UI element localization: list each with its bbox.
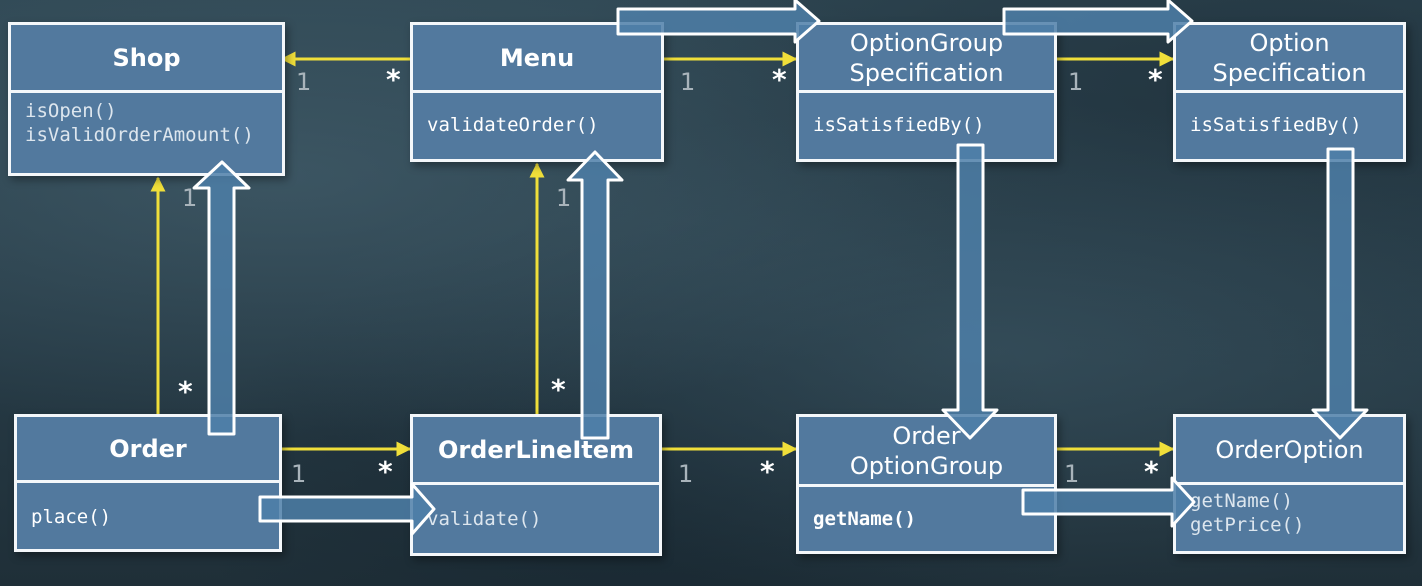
class-order-line-item: OrderLineItem validate() [410,414,662,556]
class-name: Shop [11,25,282,93]
method: isOpen() [25,100,117,122]
class-shop: Shop isOpen() isValidOrderAmount() [8,22,285,176]
class-name: Option Specification [1176,25,1403,93]
flow-arrow-optiongroupspec-down-to-orderoptiongroup [941,143,999,440]
multiplicity-order-shop-many: * [178,375,193,408]
method-list: getName() getPrice() [1176,485,1403,537]
method-list: getName() [799,487,1054,531]
method-list: isSatisfiedBy() [799,93,1054,137]
method-list: isOpen() isValidOrderAmount() [11,93,282,147]
method: isSatisfiedBy() [1190,114,1362,136]
class-name: OptionGroup Specification [799,25,1054,93]
class-name: OrderLineItem [413,417,659,485]
method: place() [31,506,112,528]
flow-arrow-orderlineitem-up-to-menu [566,150,624,440]
method-list: place() [17,483,279,529]
multiplicity-oli-oog-many: * [760,455,775,488]
flow-arrow-orderoptiongroup-to-orderoption [1021,476,1196,528]
multiplicity-oli-menu-many: * [551,373,566,406]
multiplicity-ogs-os-one: 1 [1068,68,1084,96]
method: getPrice() [1190,514,1305,536]
multiplicity-ogs-os-many: * [1148,63,1163,96]
multiplicity-menu-shop-many: * [386,63,401,96]
flow-arrow-optionspec-down-to-orderoption [1311,147,1369,440]
class-name: OrderOption [1176,417,1403,485]
method: isValidOrderAmount() [25,124,254,146]
flow-arrow-order-to-orderlineitem [258,482,436,536]
class-name: Menu [413,25,661,93]
class-menu: Menu validateOrder() [410,22,664,162]
flow-arrow-order-up-to-shop [192,160,251,436]
method: validate() [427,508,542,530]
multiplicity-oog-oo-one: 1 [1064,460,1080,488]
method-list: isSatisfiedBy() [1176,93,1403,137]
class-name: Order [17,417,279,483]
multiplicity-order-shop-one: 1 [182,184,198,212]
multiplicity-menu-ogs-many: * [772,63,787,96]
multiplicity-menu-ogs-one: 1 [680,68,696,96]
multiplicity-order-oli-many: * [378,455,393,488]
multiplicity-oog-oo-many: * [1144,455,1159,488]
class-order-option: OrderOption getName() getPrice() [1173,414,1406,554]
class-name: Order OptionGroup [799,417,1054,487]
flow-arrow-menu-to-optiongroupspec [616,0,821,44]
method: validateOrder() [427,114,599,136]
multiplicity-order-oli-one: 1 [291,460,307,488]
method-list: validate() [413,485,659,531]
class-option-specification: Option Specification isSatisfiedBy() [1173,22,1406,162]
flow-arrow-optiongroupspec-to-optionspec [1002,0,1194,44]
method: isSatisfiedBy() [813,114,985,136]
method: getName() [813,508,916,530]
method-list: validateOrder() [413,93,661,137]
multiplicity-oli-menu-one: 1 [556,184,572,212]
method: getName() [1190,490,1293,512]
class-option-group-specification: OptionGroup Specification isSatisfiedBy(… [796,22,1057,162]
class-order-option-group: Order OptionGroup getName() [796,414,1057,554]
multiplicity-oli-oog-one: 1 [678,460,694,488]
multiplicity-menu-shop-one: 1 [296,68,312,96]
class-order: Order place() [14,414,282,552]
